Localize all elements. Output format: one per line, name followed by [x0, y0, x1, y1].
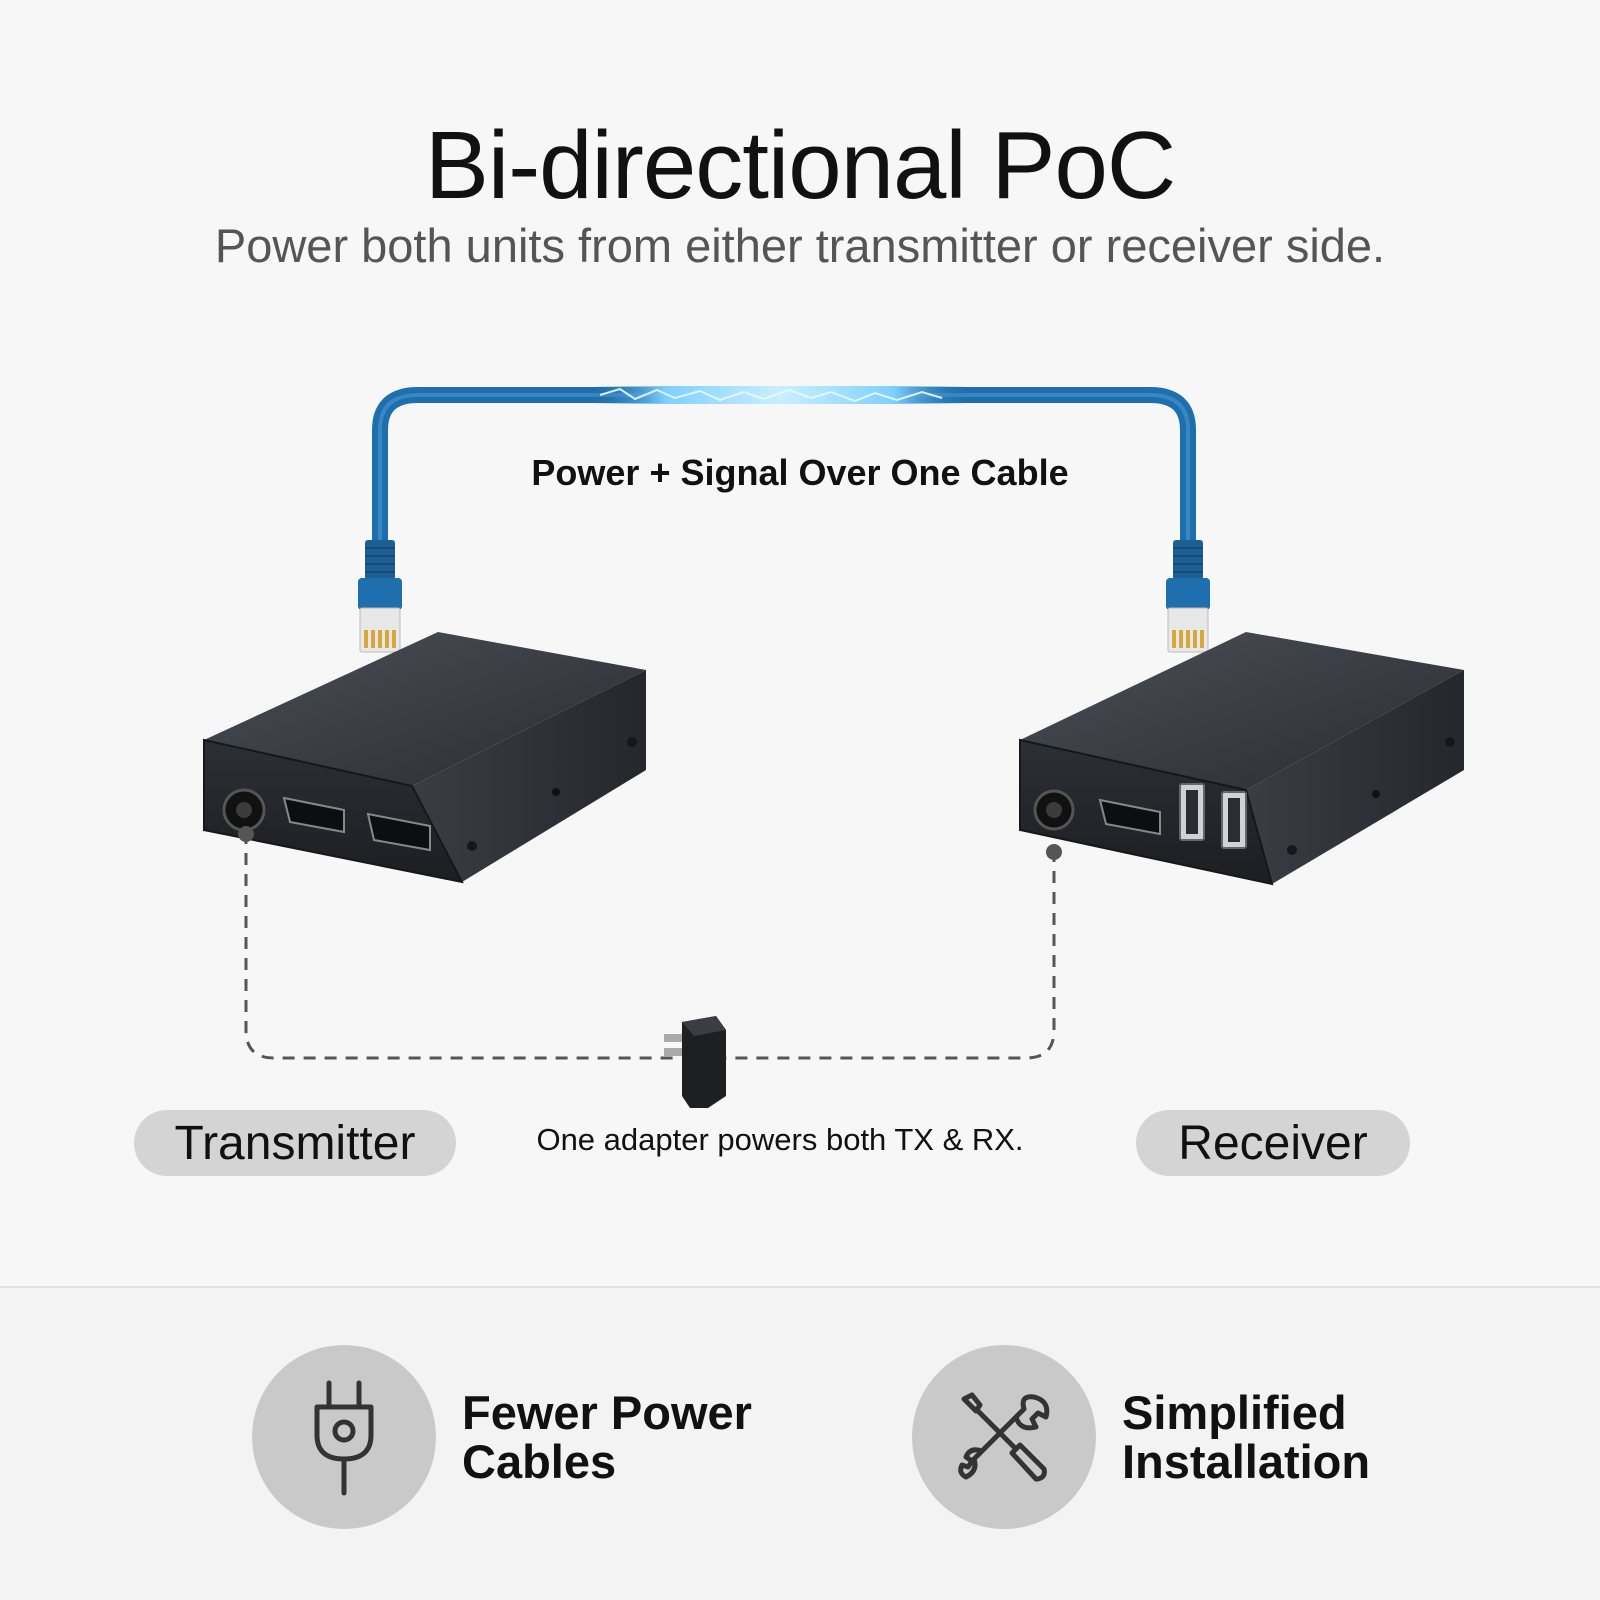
energy-glow	[590, 386, 970, 404]
feature-fewer-cables: Fewer Power Cables	[252, 1345, 752, 1529]
ethernet-cable	[372, 386, 1196, 553]
rj45-connector-rx	[1166, 540, 1210, 653]
feature-text: Simplified Installation	[1122, 1388, 1370, 1486]
tools-icon	[958, 1392, 1050, 1482]
feature-icon-circle	[912, 1345, 1096, 1529]
hdmi-in-port	[366, 812, 431, 852]
transmitter-device	[203, 632, 646, 884]
adapter-caption: One adapter powers both TX & RX.	[536, 1122, 1024, 1157]
rj45-connector-tx	[358, 540, 402, 653]
page-subtitle: Power both units from either transmitter…	[214, 219, 1386, 272]
feature-icon-circle	[252, 1345, 436, 1529]
section-divider	[0, 1286, 1600, 1288]
power-plug-icon	[314, 1380, 374, 1496]
feature-line-2: Cables	[462, 1435, 617, 1488]
power-adapter-icon	[664, 1016, 726, 1108]
poc-diagram	[203, 386, 1464, 1108]
page-title: Bi-directional PoC	[424, 112, 1176, 219]
cable-label: Power + Signal Over One Cable	[531, 452, 1069, 493]
receiver-label: Receiver	[1136, 1110, 1410, 1176]
feature-line-2: Installation	[1122, 1435, 1371, 1488]
power-path-dashed	[244, 832, 1056, 1060]
feature-line-1: Simplified	[1122, 1386, 1347, 1439]
feature-simplified-installation: Simplified Installation	[912, 1345, 1370, 1529]
hdmi-out-port	[282, 796, 345, 834]
feature-line-1: Fewer Power	[462, 1386, 752, 1439]
receiver-device	[1019, 632, 1464, 886]
feature-text: Fewer Power Cables	[462, 1388, 752, 1486]
hdmi-out-port-rx	[1098, 798, 1161, 836]
transmitter-label: Transmitter	[134, 1110, 456, 1176]
